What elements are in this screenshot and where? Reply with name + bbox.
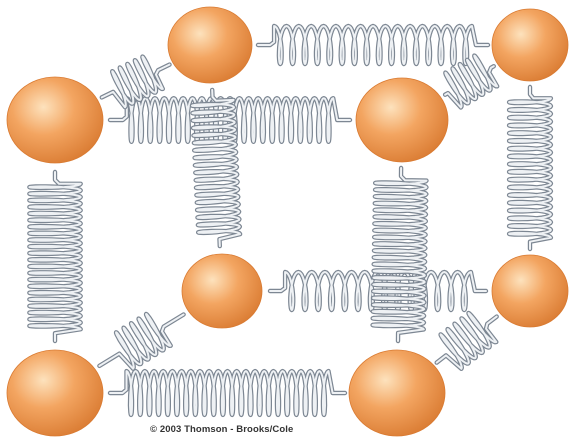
spring-a-e	[192, 90, 240, 246]
spring-g-h	[110, 371, 345, 415]
spring-e-g	[99, 314, 183, 369]
atom-sphere-g	[7, 350, 103, 436]
spring-b-f	[509, 87, 551, 249]
atom-sphere-e	[182, 254, 262, 328]
spring-d-h	[373, 168, 427, 341]
spring-c-g	[29, 172, 80, 341]
spring-a-b	[258, 26, 488, 64]
atom-sphere-d	[356, 78, 448, 162]
atom-sphere-b	[492, 9, 568, 81]
atom-sphere-f	[492, 255, 568, 327]
atom-sphere-a	[168, 7, 252, 83]
spring-f-h	[437, 313, 497, 369]
copyright-notice: © 2003 Thomson - Brooks/Cole	[150, 424, 450, 438]
spring-a-c	[102, 57, 170, 108]
atom-sphere-c	[7, 77, 103, 163]
springs-layer	[29, 26, 551, 415]
